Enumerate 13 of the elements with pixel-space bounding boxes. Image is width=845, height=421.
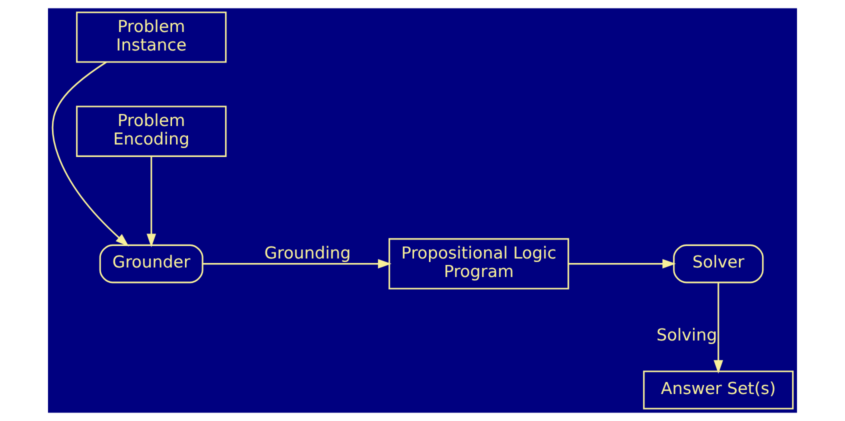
edge-label: Grounding [264,243,351,262]
arrow [568,259,676,268]
node-box: Grounder [99,244,204,284]
edge-label: Solving [656,326,718,345]
arrow [52,61,129,246]
node-box: Propositional Logic Program [388,238,570,290]
node-box: Solver [673,244,764,284]
node-box: Answer Set(s) [643,370,794,410]
node-box: Problem Instance [76,12,227,63]
node-box: Problem Encoding [76,106,227,157]
arrow [714,282,724,374]
arrow [146,156,156,248]
arrow [202,259,392,268]
